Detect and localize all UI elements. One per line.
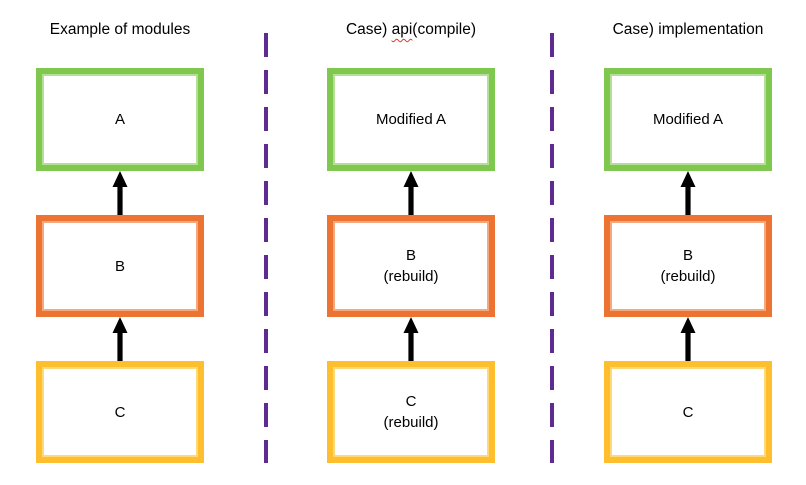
column-title-text: Example of modules — [49, 21, 191, 38]
module-box-modified-a: Modified A — [327, 68, 495, 171]
module-box-b-rebuild: B (rebuild) — [604, 215, 772, 317]
column-title-text: Case) implementation — [612, 21, 764, 38]
module-box-label: B — [114, 257, 125, 275]
module-box-sublabel: (rebuild) — [660, 268, 716, 285]
module-box-label: Modified A — [652, 111, 724, 128]
module-box-b-rebuild: B (rebuild) — [327, 215, 495, 317]
column-case-implementation: Case) implementation Modified A B (rebui… — [604, 0, 772, 485]
dashed-divider — [264, 33, 268, 463]
column-example-of-modules: Example of modules A B C — [36, 0, 204, 485]
module-box-c: C — [36, 361, 204, 463]
module-box-b: B — [36, 215, 204, 317]
module-box-label: A — [114, 111, 125, 128]
module-box-label: Modified A — [375, 111, 447, 128]
up-arrow-icon — [680, 171, 696, 215]
module-box-label: B — [405, 247, 416, 264]
column-title-suffix: (compile) — [412, 21, 477, 38]
up-arrow-icon — [112, 317, 128, 361]
module-box-sublabel: (rebuild) — [383, 414, 439, 431]
up-arrow-icon — [403, 317, 419, 361]
up-arrow-icon — [403, 171, 419, 215]
up-arrow-icon — [112, 171, 128, 215]
module-box-label: C — [405, 393, 417, 410]
module-box-c: C — [604, 361, 772, 463]
dashed-divider — [550, 33, 554, 463]
module-box-label: B — [682, 247, 693, 264]
column-title-implementation: Case) implementation — [564, 19, 806, 40]
column-title-example: Example of modules — [0, 19, 244, 40]
up-arrow-icon — [680, 317, 696, 361]
misspelled-word: api — [391, 21, 413, 38]
module-box-modified-a: Modified A — [604, 68, 772, 171]
column-case-api-compile: Case) api(compile) Modified A B (rebuild… — [327, 0, 495, 485]
module-box-label: C — [114, 403, 126, 421]
column-title-prefix: Case) — [345, 21, 392, 38]
module-box-sublabel: (rebuild) — [383, 268, 439, 285]
module-box-c-rebuild: C (rebuild) — [327, 361, 495, 463]
module-box-label: C — [682, 403, 694, 421]
module-box-a: A — [36, 68, 204, 171]
column-title-api: Case) api(compile) — [287, 19, 535, 40]
